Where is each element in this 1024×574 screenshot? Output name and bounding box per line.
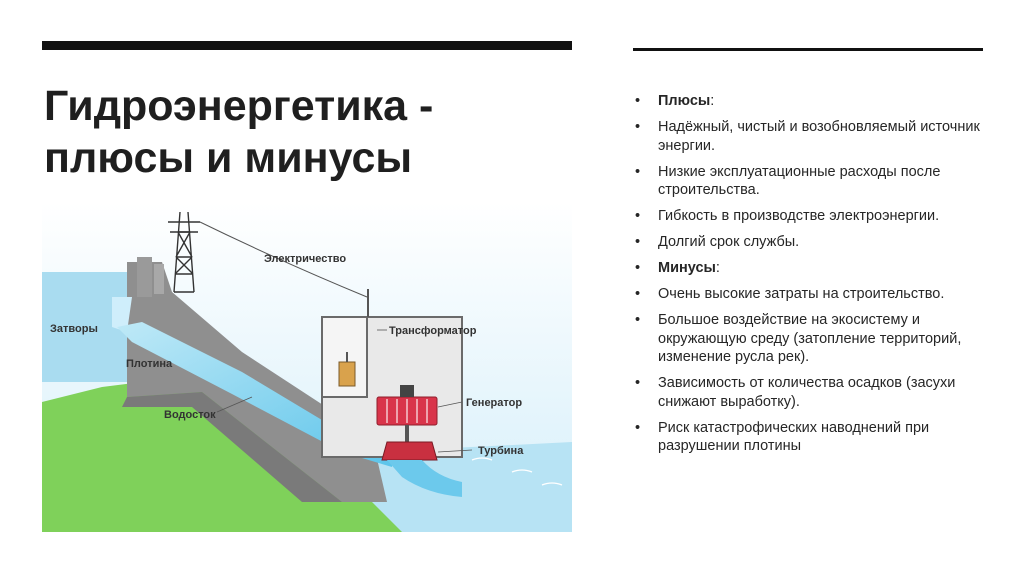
dam-base-shadow (122, 392, 342, 502)
bullet-icon: • (635, 234, 641, 250)
list-item: • Зависимость от количества осадков (засу… (620, 374, 1000, 411)
power-line (199, 221, 368, 298)
list-item-text: Минусы (658, 260, 716, 276)
top-rule-left (42, 41, 572, 50)
pros-cons-list: • Плюсы: • Надёжный, чистый и возобновляемы… (620, 92, 1000, 463)
list-item-suffix: : (710, 93, 715, 109)
bullet-icon: • (635, 419, 641, 436)
list-item-text: Риск катастрофических наводнений при раз… (658, 419, 930, 455)
bullet-icon: • (635, 208, 641, 224)
label-generator: Генератор (466, 397, 522, 409)
slide-title-line-1: Гидроэнергетика - (44, 82, 434, 130)
list-item: • Большое воздействие на экосистему и окр… (620, 311, 1000, 367)
transmission-tower (168, 211, 200, 293)
label-turbine: Турбина (478, 445, 524, 457)
label-gates: Затворы (50, 323, 98, 335)
pointer-lines (216, 329, 473, 453)
dam-crest-left (137, 257, 152, 297)
dam-crest-right (154, 264, 164, 294)
list-item-text: Низкие эксплуатационные расходы после ст… (658, 163, 941, 199)
bullet-icon: • (635, 260, 641, 276)
bullet-icon: • (635, 93, 641, 109)
list-heading: • Плюсы: (620, 92, 1000, 111)
label-transformer: Трансформатор (389, 325, 477, 337)
bullet-icon: • (635, 286, 641, 302)
hydro-plant-illustration: Электричество Затворы Плотина Трансформа… (42, 202, 572, 532)
label-electricity: Электричество (264, 253, 346, 265)
slide-title-line-2: плюсы и минусы (44, 134, 413, 182)
list-item-text: Плюсы (658, 93, 711, 109)
list-item-text: Долгий срок службы. (658, 234, 800, 250)
bullet-icon: • (635, 375, 641, 391)
water-ripples (471, 457, 563, 486)
list-item: • Низкие эксплуатационные расходы после с… (620, 163, 1000, 200)
gate-water (112, 297, 132, 332)
list-item-text: Зависимость от количества осадков (засух… (658, 375, 956, 410)
list-item: • Гибкость в производстве электроэнергии. (620, 207, 1000, 226)
turbine (381, 441, 438, 461)
list-item: • Долгий срок службы. (620, 233, 1000, 252)
top-rule-right (633, 48, 983, 51)
list-heading: • Минусы: (620, 259, 1000, 278)
list-item-text: Надёжный, чистый и возобновляемый источн… (658, 119, 980, 154)
list-item-text: Очень высокие затраты на строительство. (658, 286, 945, 302)
label-dam: Плотина (126, 358, 173, 370)
generator-stripes (386, 399, 428, 423)
bullet-icon: • (635, 163, 641, 180)
hydro-plant-diagram: Электричество Затворы Плотина Трансформа… (42, 202, 572, 532)
list-item: • Риск катастрофических наводнений при ра… (620, 419, 1000, 456)
transformer-unit (338, 361, 356, 387)
list-item-text: Большое воздействие на экосистему и окру… (658, 312, 962, 365)
list-item: • Очень высокие затраты на строительство. (620, 285, 1000, 304)
bullet-icon: • (635, 312, 641, 328)
label-penstock: Водосток (164, 409, 216, 421)
slide-title: Гидроэнергетика - плюсы и минусы (44, 80, 564, 184)
generator-cap (400, 385, 414, 397)
list-item-suffix: : (715, 260, 720, 276)
bullet-icon: • (635, 119, 641, 135)
outlet-water (387, 460, 462, 497)
list-item: • Надёжный, чистый и возобновляемый источ… (620, 118, 1000, 155)
list-item-text: Гибкость в производстве электроэнергии. (658, 208, 940, 224)
